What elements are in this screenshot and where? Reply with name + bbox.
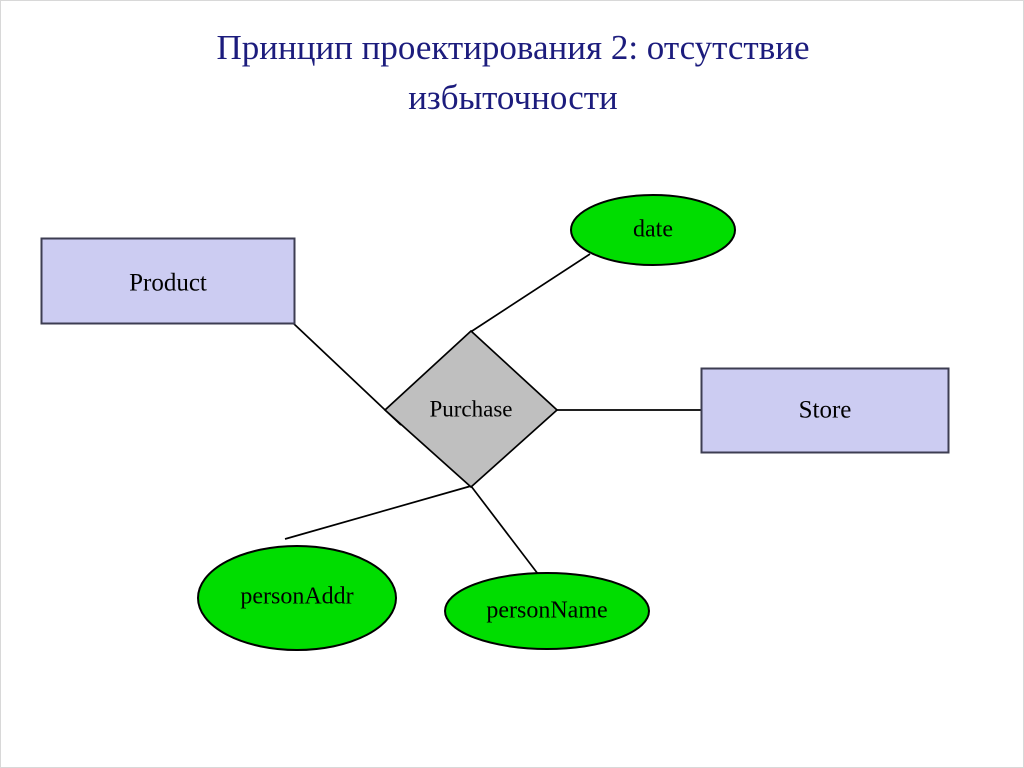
- entity-store-label: Store: [799, 397, 852, 424]
- relationship-purchase[interactable]: [383, 329, 559, 489]
- page-title: Принцип проектирования 2: отсутствие изб…: [57, 23, 969, 123]
- page-title-line-1: Принцип проектирования 2: отсутствие: [216, 28, 810, 67]
- entity-product[interactable]: [40, 237, 296, 325]
- attribute-date-label: date: [633, 217, 673, 243]
- attribute-person-name[interactable]: [444, 572, 650, 650]
- entity-store[interactable]: [700, 367, 950, 454]
- edge-product-purchase: [292, 322, 402, 426]
- attribute-person-addr[interactable]: [197, 545, 397, 651]
- edge-group: [284, 253, 702, 575]
- attribute-person-name-label: personName: [486, 598, 607, 624]
- attribute-person-addr-label: personAddr: [240, 584, 353, 610]
- edge-purchase-date: [468, 253, 591, 334]
- attribute-date[interactable]: [570, 194, 736, 266]
- edge-purchase-person-addr: [284, 485, 472, 540]
- entity-product-label: Product: [129, 270, 207, 297]
- page-title-line-2: избыточности: [408, 78, 618, 117]
- edge-purchase-person-name: [470, 485, 539, 575]
- relationship-purchase-label: Purchase: [429, 396, 512, 421]
